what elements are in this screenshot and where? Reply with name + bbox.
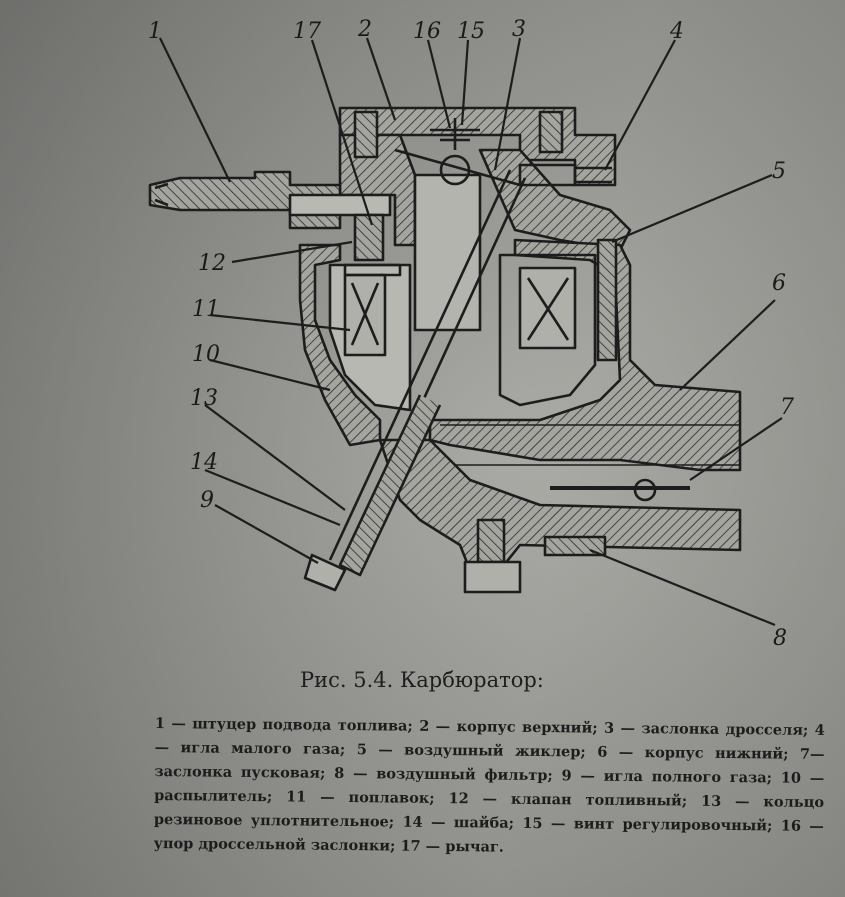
carburetor-svg: 1 17 2 16 15 3 4 5 12 6 11 10 7 13 14 9 … [148, 17, 794, 651]
legend-item: 2 — корпус верхний; [419, 717, 598, 737]
legend-item: 5 — воздушный жиклер; [356, 741, 586, 761]
legend-item: 15 — винт регулировочный; [522, 814, 773, 835]
callout-13: 13 [190, 386, 218, 411]
leader-lines [159, 37, 783, 627]
legend-item: 3 — заслонка дросселя; [603, 719, 809, 739]
legend-item: 12 — клапан топливный; [448, 790, 688, 810]
legend-item: 1 — штуцер подвода топлива; [154, 714, 413, 735]
callout-6: 6 [772, 271, 786, 296]
callout-9: 9 [200, 488, 214, 513]
legend-item: 8 — воздушный фильтр; [334, 764, 553, 785]
figure-caption: Рис. 5.4. Карбюратор: [300, 668, 544, 692]
carburetor-drawing: 1 17 2 16 15 3 4 5 12 6 11 10 7 13 14 9 … [148, 17, 794, 651]
callout-14: 14 [190, 450, 218, 475]
legend-item: 9 — игла полного газа; [561, 767, 773, 787]
callout-10: 10 [192, 342, 220, 367]
legend-item: 6 — корпус нижний; [597, 743, 789, 763]
callout-12: 12 [198, 251, 226, 276]
callout-labels: 1 17 2 16 15 3 4 5 12 6 11 10 7 13 14 9 … [148, 17, 794, 651]
callout-7: 7 [780, 395, 794, 420]
callout-5: 5 [772, 159, 786, 184]
callout-1: 1 [148, 19, 162, 44]
callout-8: 8 [773, 626, 787, 651]
callout-11: 11 [192, 297, 220, 322]
carburetor-body [148, 106, 742, 594]
callout-3: 3 [512, 17, 526, 42]
callout-17: 17 [293, 19, 321, 44]
legend-item: 17 — рычаг. [400, 837, 504, 856]
figure-legend: 1 — штуцер подвода топлива; 2 — корпус в… [153, 712, 825, 863]
callout-15: 15 [457, 19, 485, 44]
legend-item: 14 — шайба; [402, 813, 515, 832]
callout-4: 4 [669, 19, 684, 44]
callout-16: 16 [413, 19, 441, 44]
callout-2: 2 [357, 17, 372, 42]
legend-item: 11 — поплавок; [286, 788, 435, 807]
